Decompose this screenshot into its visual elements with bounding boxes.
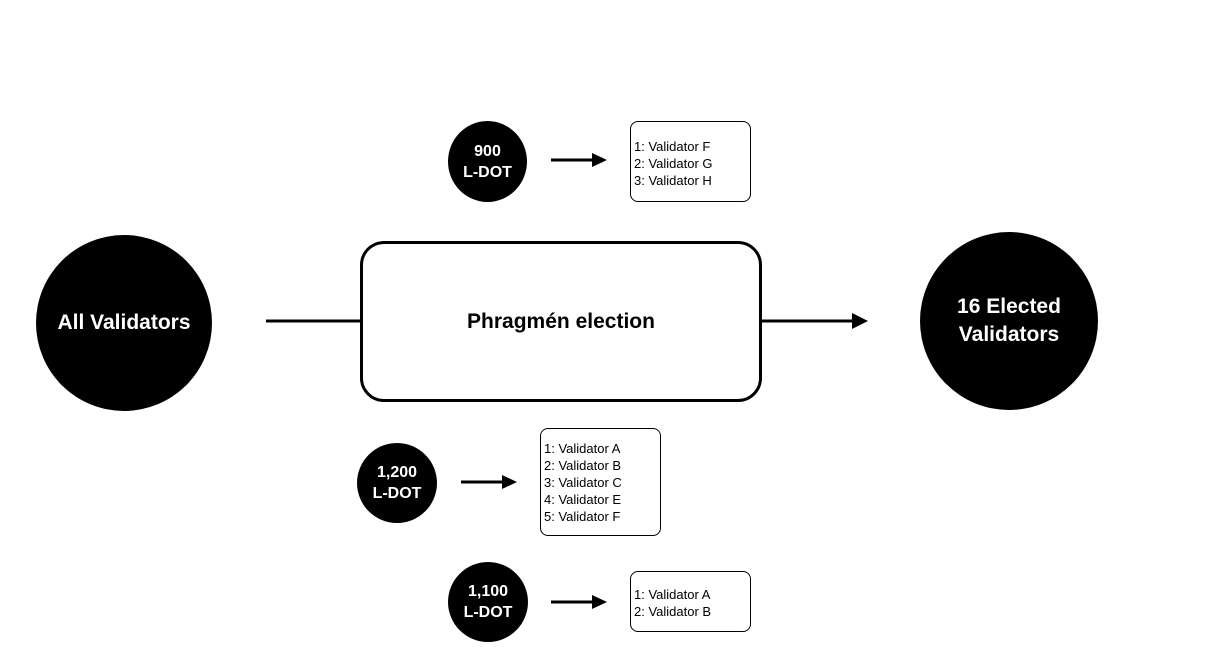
stake-1200-node: 1,200 L-DOT	[357, 443, 437, 523]
list-item: 1: Validator A	[634, 587, 711, 602]
stake-amount: 1,100	[467, 583, 509, 600]
list-item: 1: Validator A	[544, 441, 621, 456]
elected-validators-node: 16 Elected Validators	[920, 232, 1098, 410]
list-item: 3: Validator H	[634, 173, 712, 188]
elected-label-line2: Validators	[958, 323, 1060, 346]
list-item: 2: Validator B	[634, 604, 712, 619]
stake-unit: L-DOT	[463, 163, 512, 181]
stake-1200-arrowhead	[502, 475, 517, 489]
stake-900-node: 900 L-DOT	[448, 121, 527, 202]
list-item: 2: Validator G	[634, 156, 713, 171]
stake-unit: L-DOT	[372, 485, 422, 502]
stake-1100-validator-list: 1: Validator A 2: Validator B	[630, 571, 751, 632]
all-validators-label: All Validators	[57, 311, 191, 334]
stake-unit: L-DOT	[463, 604, 513, 621]
stake-1100-arrowhead	[592, 595, 607, 609]
list-item: 3: Validator C	[544, 475, 622, 490]
elected-label-line1: 16 Elected	[957, 295, 1061, 318]
stake-1200-validator-list: 1: Validator A 2: Validator B 3: Validat…	[540, 428, 661, 536]
stake-amount: 900	[474, 142, 501, 160]
list-item: 1: Validator F	[634, 139, 711, 154]
flow-arrowhead-output	[852, 313, 868, 329]
stake-1100-node: 1,100 L-DOT	[448, 562, 528, 642]
phragmen-election-box: Phragmén election	[360, 241, 762, 402]
stake-900-validator-list: 1: Validator F 2: Validator G 3: Validat…	[630, 121, 751, 202]
stake-900-arrowhead	[592, 153, 607, 167]
stake-amount: 1,200	[376, 464, 418, 481]
list-item: 2: Validator B	[544, 458, 622, 473]
list-item: 4: Validator E	[544, 492, 622, 507]
list-item: 5: Validator F	[544, 509, 621, 524]
election-label: Phragmén election	[467, 309, 655, 333]
all-validators-node: All Validators	[36, 235, 212, 411]
